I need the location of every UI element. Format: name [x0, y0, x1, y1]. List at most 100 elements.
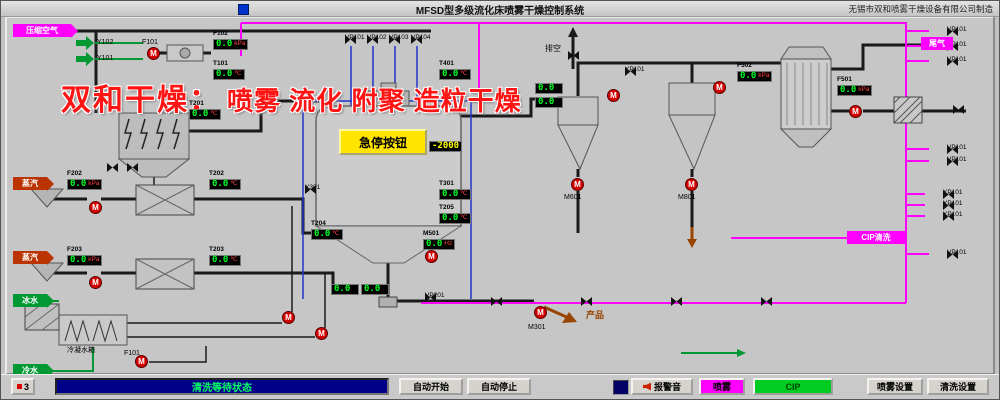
instrument-display: 0.0 — [331, 284, 359, 295]
unit-text: ℃ — [234, 69, 242, 77]
value-readout: 0.0 kPa — [737, 70, 773, 82]
valve-icon — [953, 105, 964, 114]
instrument-tag-label: T204 — [311, 220, 326, 227]
instrument-tag-label: T203 — [209, 246, 224, 253]
pump-letter: M — [537, 308, 544, 317]
cyclone-1 — [557, 96, 599, 171]
product-arrow-icon — [562, 312, 577, 323]
valve[interactable]: YP101 — [625, 66, 645, 76]
value-text: 0.0 — [442, 188, 459, 199]
valve[interactable]: VP101 — [345, 34, 365, 44]
instrument-display: 0.0 — [535, 83, 563, 94]
flow-tag: 冷水 — [13, 364, 47, 377]
instrument-tag-label: F501 — [837, 76, 852, 83]
label-text: M301 — [528, 324, 546, 331]
auto-start-button[interactable]: 自动开始 — [399, 378, 463, 395]
valve[interactable]: YP101 — [943, 189, 963, 199]
value-readout: 0.0 kPa — [67, 254, 103, 266]
value-readout: -2000 — [429, 141, 463, 152]
valve[interactable]: YP101 — [943, 211, 963, 221]
pump-motor[interactable]: M — [315, 327, 328, 340]
pump-motor[interactable]: M — [147, 47, 160, 60]
value-text: 0.0 — [442, 212, 459, 223]
auto-stop-button[interactable]: 自动停止 — [467, 378, 531, 395]
alarm-sound-button[interactable]: 报警音 — [631, 378, 693, 395]
emergency-stop-button[interactable]: 急停按钮 — [339, 129, 427, 155]
valve-icon — [625, 67, 636, 76]
valve[interactable]: VP101 — [947, 156, 967, 166]
valve-icon — [947, 145, 958, 154]
instrument-tag-label: T401 — [439, 60, 454, 67]
valve-icon — [367, 35, 378, 44]
pump-letter: M — [688, 180, 695, 189]
water-pipes — [53, 42, 737, 372]
value-text: 0.0 — [212, 178, 229, 189]
pump-motor[interactable]: M — [425, 250, 438, 263]
label-text: 产品 — [586, 310, 605, 320]
valve[interactable]: VP201 — [425, 292, 445, 302]
instrument-tag-label: T301 — [439, 180, 454, 187]
valve-icon — [943, 212, 954, 221]
unit-text: ℃ — [460, 213, 468, 221]
unit-text: kPa — [234, 39, 246, 47]
pump-letter: M — [150, 49, 157, 58]
pump-motor[interactable]: M — [607, 89, 620, 102]
valve[interactable]: VP102 — [367, 34, 387, 44]
bh201-unit — [24, 303, 60, 331]
valve[interactable]: VP104 — [411, 34, 431, 44]
instrument-display: T401 0.0 ℃ — [439, 60, 471, 80]
pump-motor[interactable]: M — [135, 355, 148, 368]
value-readout: 0.0 ℃ — [209, 178, 241, 190]
valve[interactable]: VP103 — [389, 34, 409, 44]
valve-icon — [761, 297, 772, 306]
valve-icon — [947, 27, 958, 36]
flow-tag-text: 冷水 — [22, 366, 38, 375]
value-text: 0.0 — [314, 228, 331, 239]
value-text: 0.0 — [740, 70, 757, 81]
value-readout: 0.0 kPa — [67, 178, 103, 190]
pump-motor[interactable]: M — [282, 311, 295, 324]
equipment-label: Y102 — [97, 39, 113, 46]
instrument-display: F203 0.0 kPa — [67, 246, 103, 266]
pump-motor[interactable]: M — [89, 276, 102, 289]
instrument-display: F202 0.0 kPa — [67, 170, 103, 190]
flow-tag: 蒸汽 — [13, 177, 47, 190]
pump-letter: M — [92, 203, 99, 212]
pump-motor[interactable]: M — [89, 201, 102, 214]
clean-settings-button[interactable]: 清洗设置 — [927, 378, 989, 395]
valve-icon — [943, 190, 954, 199]
cip-button[interactable]: CIP — [753, 378, 833, 395]
pump-motor[interactable]: M — [713, 81, 726, 94]
pump-letter: M — [138, 357, 145, 366]
valve[interactable]: YP101 — [943, 200, 963, 210]
spray-button[interactable]: 喷雾 — [699, 378, 745, 395]
valve[interactable]: VP101 — [947, 26, 967, 36]
pump-motor[interactable]: M — [849, 105, 862, 118]
value-readout: 0.0 — [535, 83, 563, 94]
valve[interactable]: VP101 — [947, 144, 967, 154]
valve-icon — [947, 57, 958, 66]
valve[interactable]: Y301 — [305, 184, 320, 194]
pump-motor[interactable]: M — [534, 306, 547, 319]
valve[interactable]: VP101 — [947, 249, 967, 259]
pump-letter: M — [852, 107, 859, 116]
pump-letter: M — [610, 91, 617, 100]
manufacturer-label: 无锡市双和喷雾干燥设备有限公司制造 — [848, 4, 993, 14]
value-readout: 0.0 ℃ — [213, 68, 245, 80]
pump-motor[interactable]: M — [571, 178, 584, 191]
heat-exchanger-2 — [29, 258, 195, 290]
page-button[interactable]: 3 — [11, 378, 35, 395]
flow-tag-text: 蒸汽 — [22, 179, 38, 188]
valve-icon — [425, 293, 436, 302]
instrument-tag-label: M501 — [423, 230, 440, 237]
valve[interactable]: VP101 — [947, 56, 967, 66]
pump-motor[interactable]: M — [685, 178, 698, 191]
value-text: 0.0 — [70, 254, 87, 265]
spray-settings-button[interactable]: 喷雾设置 — [867, 378, 923, 395]
watermark-slogan: 喷雾 流化 附聚 造粒干燥 — [227, 86, 522, 116]
flow-tag: 蒸汽 — [13, 251, 47, 264]
flow-tag-text: 尾气 — [929, 39, 945, 48]
equipment-label: Y101 — [97, 55, 113, 62]
instrument-display: T203 0.0 ℃ — [209, 246, 241, 266]
